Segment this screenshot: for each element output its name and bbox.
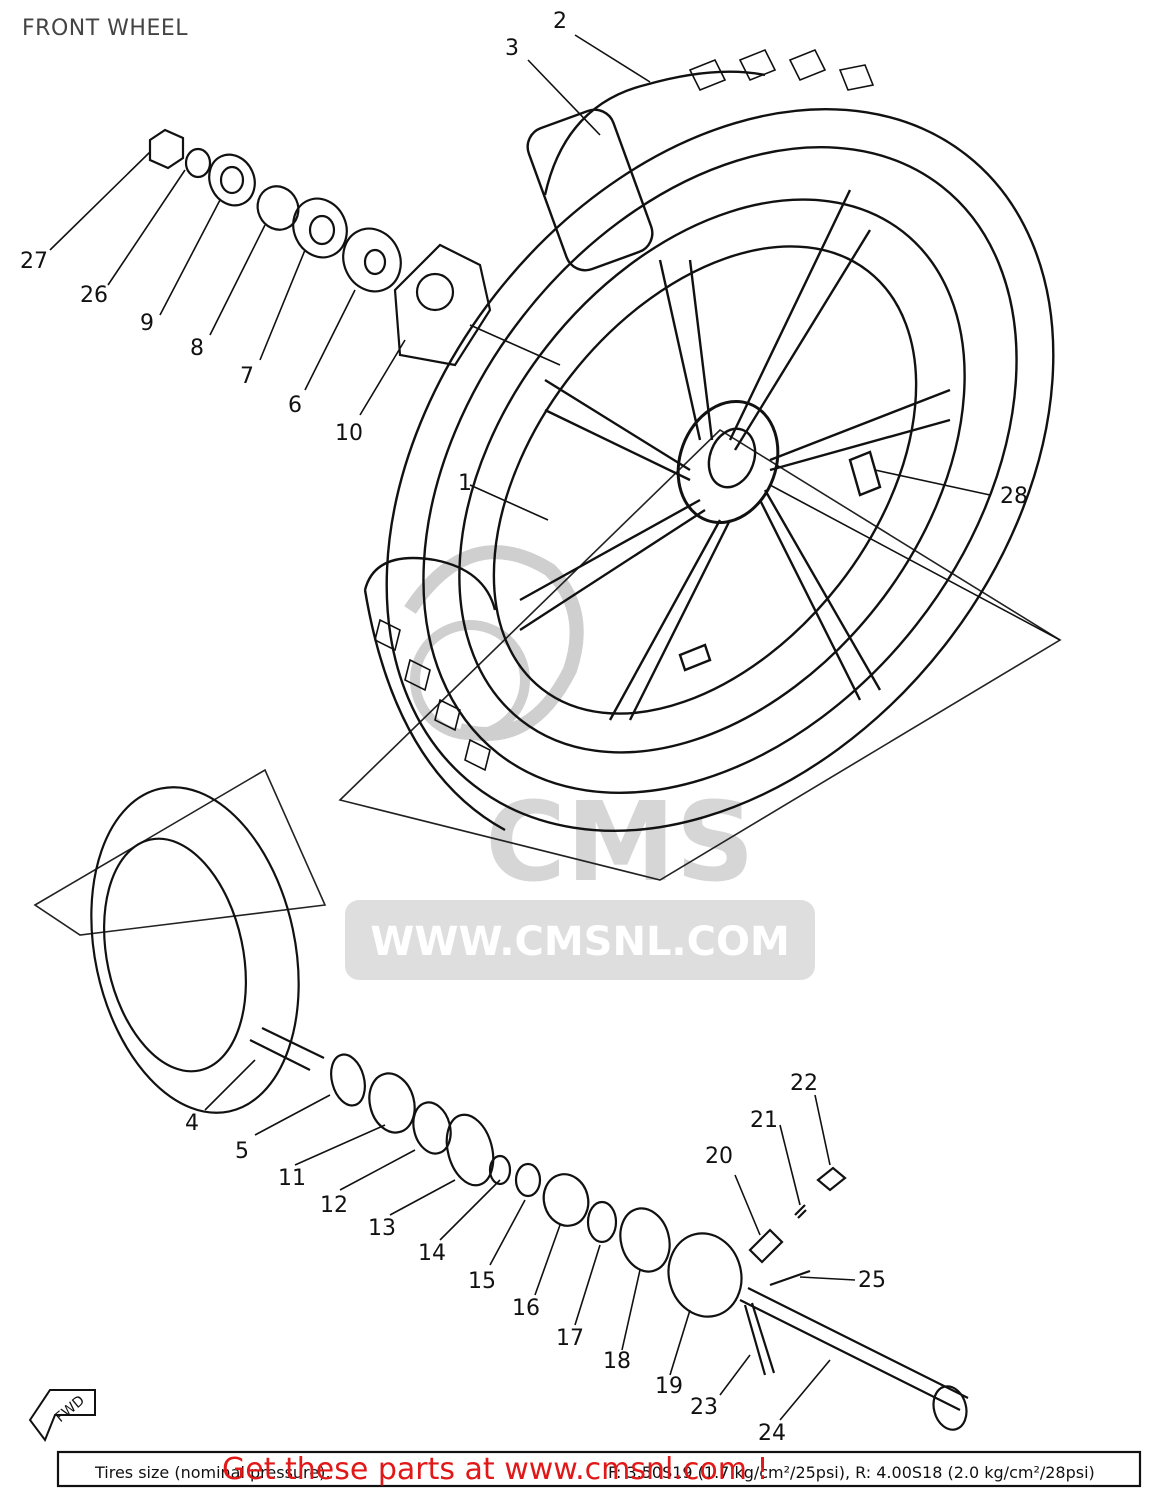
callout-9: 9: [140, 311, 154, 336]
callout-24: 24: [758, 1421, 786, 1446]
callout-28: 28: [1000, 484, 1028, 509]
page-title: FRONT WHEEL: [22, 16, 188, 41]
leader-lines: [49, 34, 1061, 1421]
callout-17: 17: [556, 1326, 584, 1351]
callout-5: 5: [235, 1139, 249, 1164]
watermark-brand: CMS: [485, 778, 754, 906]
callout-13: 13: [368, 1216, 396, 1241]
callout-27: 27: [20, 249, 48, 274]
callout-25: 25: [858, 1268, 886, 1293]
callout-8: 8: [190, 336, 204, 361]
callout-7: 7: [240, 364, 254, 389]
callout-26: 26: [80, 283, 108, 308]
tire-spec-box: Tires size (nominal pressure): F: 3.50S1…: [56, 1450, 1142, 1488]
callout-20: 20: [705, 1144, 733, 1169]
callout-4: 4: [185, 1111, 199, 1136]
callout-3: 3: [505, 36, 519, 61]
watermark: WWW.CMSNL.COM CMS: [345, 545, 815, 980]
callout-21: 21: [750, 1108, 778, 1133]
callout-12: 12: [320, 1193, 348, 1218]
front-wheel: [363, 48, 1055, 832]
brake-disc-plate: [393, 243, 492, 367]
callout-15: 15: [468, 1269, 496, 1294]
callout-22: 22: [790, 1071, 818, 1096]
callout-19: 19: [655, 1374, 683, 1399]
lower-hub-stack: [90, 786, 969, 1431]
tire-spec-values: F: 3.50S19 (1.7 kg/cm²/25psi), R: 4.00S1…: [608, 1463, 1095, 1482]
forward-arrow-icon: FWD: [28, 1389, 96, 1443]
callout-labels: 1 2 3 4 5 6 7 8 9 10 11 12 13 14 15 16 1…: [20, 9, 1028, 1446]
callout-6: 6: [288, 393, 302, 418]
callout-2: 2: [553, 9, 567, 34]
callout-1: 1: [458, 471, 472, 496]
promo-banner[interactable]: Get these parts at www.cmsnl.com !: [222, 1452, 769, 1487]
watermark-url: WWW.CMSNL.COM: [370, 919, 790, 965]
callout-11: 11: [278, 1166, 306, 1191]
callout-18: 18: [603, 1349, 631, 1374]
callout-23: 23: [690, 1395, 718, 1420]
upper-bearing-stack: [148, 128, 402, 293]
callout-16: 16: [512, 1296, 540, 1321]
callout-14: 14: [418, 1241, 446, 1266]
forward-badge-label: FWD: [53, 1393, 88, 1426]
callout-10: 10: [335, 421, 363, 446]
tire-spec-label: Tires size (nominal pressure):: [94, 1463, 331, 1482]
